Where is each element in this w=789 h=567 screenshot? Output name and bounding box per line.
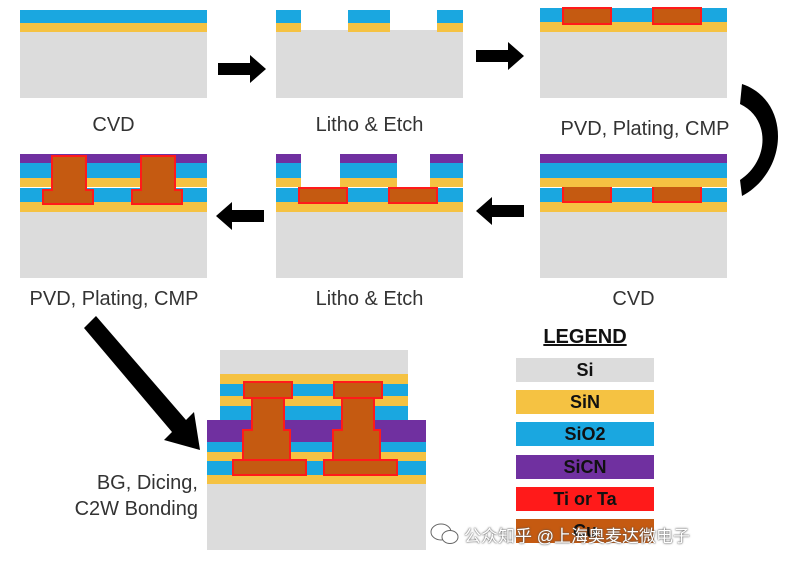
panel-1-cvd <box>20 10 207 98</box>
step-label-1: CVD <box>92 114 135 136</box>
panel-3-pvd-plating-cmp <box>540 7 727 98</box>
step-label-6: PVD, Plating, CMP <box>29 288 199 310</box>
panel-6-pvd-plating-cmp <box>20 154 207 278</box>
wechat-icon <box>430 523 459 544</box>
step-label-7-line1: BG, Dicing, <box>96 472 198 494</box>
step-label-4: CVD <box>612 288 655 310</box>
arrow-left-2-icon <box>216 202 264 230</box>
legend-item-sio2: SiO2 <box>564 424 606 444</box>
watermark-text: 公众知乎 @上海奥麦达微电子 <box>464 527 690 546</box>
legend-item-ti-ta: Ti or Ta <box>553 489 617 509</box>
legend-item-sicn: SiCN <box>563 457 607 477</box>
legend-item-si: Si <box>576 360 594 380</box>
legend-title: LEGEND <box>543 326 627 348</box>
curved-arrow-icon <box>740 84 778 196</box>
legend-swatches <box>516 358 654 543</box>
arrow-right-1-icon <box>218 55 266 83</box>
step-label-7-line2: C2W Bonding <box>74 498 198 520</box>
panel-7-bonded-stack <box>207 350 426 550</box>
step-label-5: Litho & Etch <box>315 288 424 310</box>
panel-2-litho-etch <box>276 10 463 98</box>
step-label-3: PVD, Plating, CMP <box>560 118 730 140</box>
legend-item-sin: SiN <box>569 392 600 412</box>
arrow-left-1-icon <box>476 197 524 225</box>
legend-item-cu: Cu <box>573 521 597 541</box>
arrow-right-2-icon <box>476 42 524 70</box>
panel-4-cvd <box>540 154 727 278</box>
panel-5-litho-etch <box>276 154 463 278</box>
arrow-diagonal-icon <box>84 316 200 450</box>
step-label-2: Litho & Etch <box>315 114 424 136</box>
